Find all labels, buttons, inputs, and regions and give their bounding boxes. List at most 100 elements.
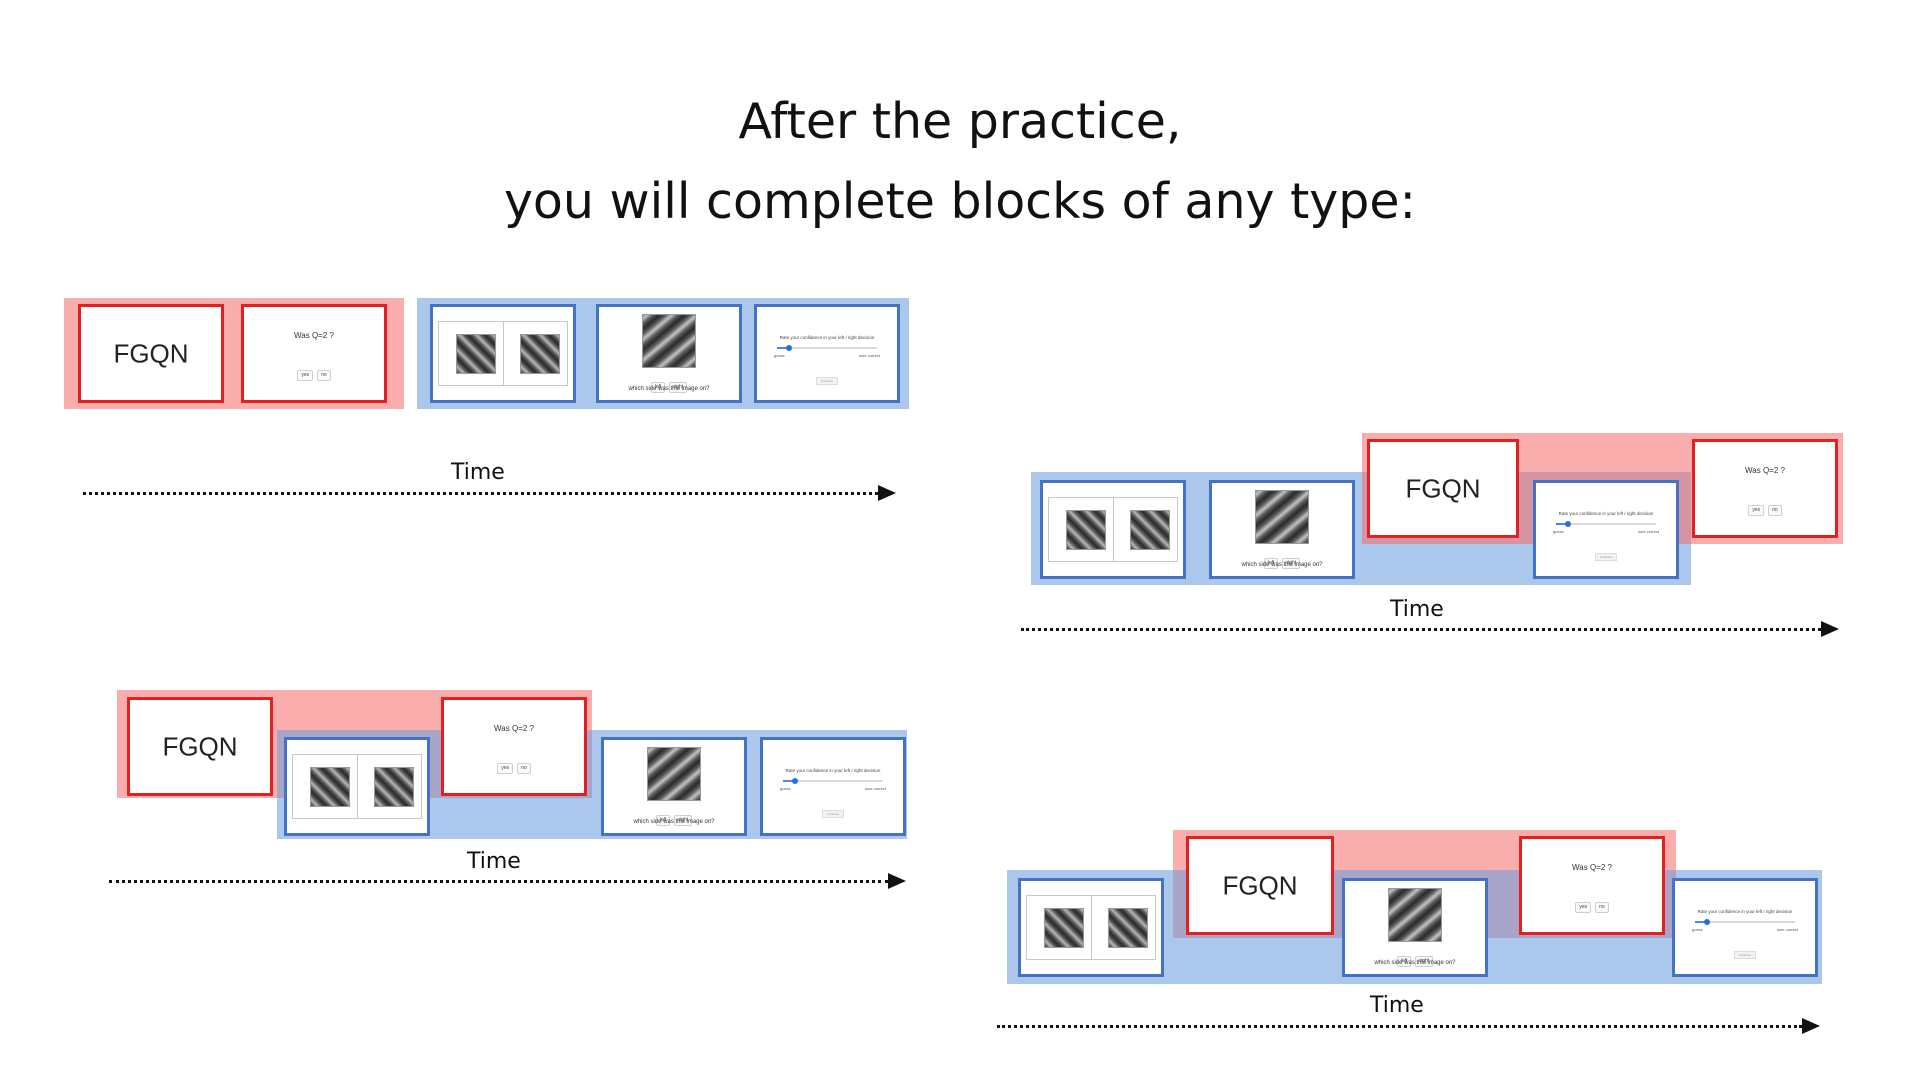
panel-divider xyxy=(1113,498,1114,561)
left-grating-image xyxy=(455,333,496,374)
time-label: Time xyxy=(467,849,521,874)
pair-screen xyxy=(1040,480,1186,579)
side-question-text: which side was this image on? xyxy=(1374,960,1456,966)
left-button: left xyxy=(650,382,666,393)
letter-string: FGQN xyxy=(1222,870,1298,900)
letters-screen: FGQN xyxy=(78,304,224,403)
left-button: left xyxy=(1396,956,1412,967)
continue-button: Continue xyxy=(816,377,838,385)
pair-screen xyxy=(1018,878,1164,977)
scale-high-label: sure correct xyxy=(864,786,886,791)
right-grating-image xyxy=(1129,509,1170,550)
scale-low-label: guess xyxy=(1553,529,1564,534)
probe-grating-image xyxy=(647,747,701,801)
right-grating-image xyxy=(519,333,560,374)
panel-divider xyxy=(503,322,504,385)
right-button: right xyxy=(1282,558,1301,569)
grating-pair-display xyxy=(1048,497,1178,562)
question-text: Was Q=2 ? xyxy=(1745,466,1785,476)
grating-pair-display xyxy=(292,754,422,819)
no-button: no xyxy=(517,762,531,774)
confidence-slider-fill xyxy=(1556,523,1568,525)
right-grating-image xyxy=(1107,907,1148,948)
continue-label: Continue xyxy=(1599,555,1612,559)
confidence-slider-knob xyxy=(1704,919,1710,925)
continue-label: Continue xyxy=(826,812,839,816)
confidence-slider-fill xyxy=(783,780,795,782)
no-button: no xyxy=(1768,504,1782,516)
right-button: right xyxy=(1415,956,1434,967)
right-button: right xyxy=(674,815,693,826)
confidence-screen: Rate your confidence in your left / righ… xyxy=(1533,480,1679,579)
left-button: left xyxy=(1263,558,1279,569)
left-grating-image xyxy=(1043,907,1084,948)
pair-screen xyxy=(430,304,576,403)
scale-high-label: sure correct xyxy=(858,353,880,358)
continue-label: Continue xyxy=(1738,953,1751,957)
confidence-slider-knob xyxy=(792,778,798,784)
left-button: left xyxy=(655,815,671,826)
right-button: right xyxy=(669,382,688,393)
confidence-screen: Rate your confidence in your left / righ… xyxy=(760,737,906,836)
question-text: Was Q=2 ? xyxy=(1572,863,1612,873)
scale-high-label: sure correct xyxy=(1637,529,1659,534)
confidence-slider-knob xyxy=(1565,521,1571,527)
confidence-slider xyxy=(777,345,877,351)
grating-pair-display xyxy=(1026,895,1156,960)
continue-label: Continue xyxy=(820,379,833,383)
arrow-head-icon xyxy=(1821,621,1839,637)
question-text: Was Q=2 ? xyxy=(494,724,534,734)
no-button: no xyxy=(317,369,331,381)
time-axis xyxy=(1021,628,1821,631)
confidence-prompt: Rate your confidence in your left / righ… xyxy=(1558,511,1654,516)
time-label: Time xyxy=(1370,993,1424,1018)
yes-button: yes xyxy=(297,369,314,381)
confidence-prompt: Rate your confidence in your left / righ… xyxy=(779,335,875,340)
continue-button: Continue xyxy=(1595,553,1617,561)
arrow-head-icon xyxy=(1802,1018,1820,1034)
confidence-slider-fill xyxy=(1695,921,1707,923)
yes-button: yes xyxy=(497,762,514,774)
right-grating-image xyxy=(373,766,414,807)
continue-button: Continue xyxy=(822,810,844,818)
side-question-text: which side was this image on? xyxy=(1241,562,1323,568)
left-grating-image xyxy=(309,766,350,807)
yes-button: yes xyxy=(1575,901,1592,913)
time-axis xyxy=(83,492,878,495)
title-line-2: you will complete blocks of any type: xyxy=(503,173,1417,230)
side-question-text: which side was this image on? xyxy=(633,819,715,825)
time-label: Time xyxy=(451,460,505,485)
time-axis xyxy=(109,880,888,883)
letter-string: FGQN xyxy=(113,338,189,368)
probe-grating-image xyxy=(642,314,696,368)
confidence-slider xyxy=(1695,919,1795,925)
yes-button: yes xyxy=(1748,504,1765,516)
continue-button: Continue xyxy=(1734,951,1756,959)
scale-low-label: guess xyxy=(774,353,785,358)
question-text: Was Q=2 ? xyxy=(294,331,334,341)
confidence-slider-fill xyxy=(777,347,789,349)
letters-screen: FGQN xyxy=(1186,836,1334,935)
scale-high-label: sure correct xyxy=(1776,927,1798,932)
confidence-prompt: Rate your confidence in your left / righ… xyxy=(1697,909,1793,914)
letter-string: FGQN xyxy=(162,731,238,761)
scale-low-label: guess xyxy=(780,786,791,791)
time-label: Time xyxy=(1390,597,1444,622)
confidence-slider xyxy=(783,778,883,784)
no-button: no xyxy=(1595,901,1609,913)
pair-screen xyxy=(284,737,430,836)
